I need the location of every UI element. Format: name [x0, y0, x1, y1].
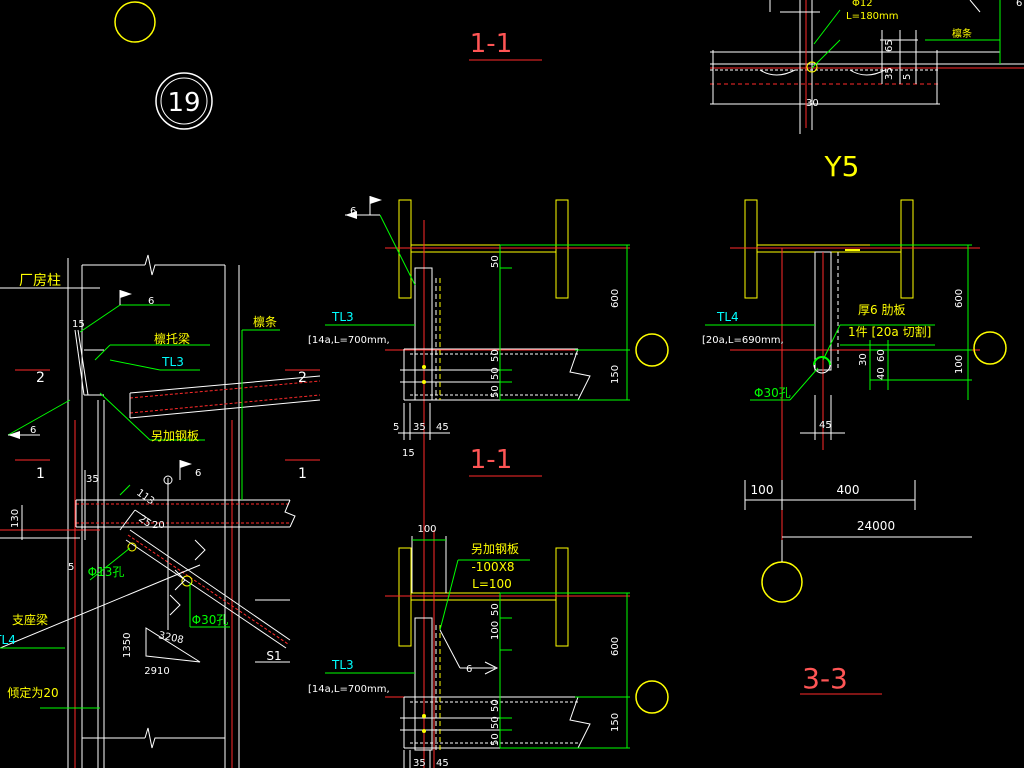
- section-title-3-3: 3-3: [802, 662, 848, 695]
- left-dim-6a: 6: [148, 296, 154, 307]
- section-title-top: 1-1: [470, 29, 512, 59]
- column-label: 厂房柱: [19, 273, 61, 289]
- left-hole-13-label: Φ13孔: [88, 565, 125, 579]
- right-tl4-label: TL4: [716, 310, 739, 324]
- left-mark-2a: 2: [36, 370, 45, 386]
- middle-top-tl3-label: TL3: [331, 310, 354, 324]
- middle-bottom-tl3-label: TL3: [331, 658, 354, 672]
- left-dim-130: 130: [10, 509, 21, 528]
- top-right-dim-30: 30: [806, 98, 819, 109]
- middle-top-dimensions: [325, 196, 669, 401]
- purlin-label: 檩条: [253, 314, 277, 329]
- left-dim-1350: 1350: [122, 633, 133, 658]
- right-rib-spec: 1件 [20a 切割]: [848, 324, 931, 339]
- middle-top-dim-15: 15: [402, 448, 415, 459]
- top-right-dim-65: 65: [884, 39, 895, 52]
- middle-bottom-plate-spec: -100X8: [471, 560, 514, 574]
- top-right-dim-35: 35: [884, 67, 895, 80]
- middle-bottom-linework: [385, 530, 630, 768]
- middle-bottom-tl3-spec: [14a,L=700mm,: [308, 684, 390, 695]
- right-rib-label: 厚6 肋板: [858, 302, 905, 317]
- middle-top-dim-50b: 50: [490, 349, 501, 362]
- top-right-dim-6: 6: [1016, 0, 1022, 9]
- middle-top-dim-600: 600: [610, 289, 621, 308]
- grid-axis-bubble-top: [114, 1, 156, 43]
- middle-bottom-weld-6: 6: [466, 664, 472, 675]
- middle-bottom-dim-50b: 50: [490, 699, 501, 712]
- right-tl4-spec: [20a,L=690mm,: [702, 335, 784, 346]
- top-right-bolt-label: Φ12: [852, 0, 873, 9]
- left-dim-2910: 2910: [144, 666, 169, 677]
- top-right-fragment: [710, 0, 1024, 134]
- seat-note-label: 倾定为20: [7, 685, 58, 700]
- left-mark-2b: 2: [298, 370, 307, 386]
- middle-top-dim-35: 35: [413, 422, 426, 433]
- middle-bottom-dim-50c: 50: [490, 716, 501, 729]
- middle-top-dim-150: 150: [610, 365, 621, 384]
- right-detail-dimensions: [705, 244, 1007, 603]
- section-title-y5: Y5: [824, 150, 860, 183]
- middle-bottom-dim-150: 150: [610, 713, 621, 732]
- seat-beam-label: 支座梁: [12, 612, 48, 627]
- middle-bottom-plate-label: 另加钢板: [471, 542, 519, 556]
- middle-bottom-dim-100b: 100: [490, 621, 501, 640]
- support-beam-label: 檩托梁: [154, 331, 190, 346]
- middle-bottom-plate-length: L=100: [472, 577, 512, 591]
- middle-bottom-dim-50d: 50: [490, 733, 501, 746]
- left-hole-30-label: Φ30孔: [192, 613, 229, 627]
- right-dim-60: 60: [876, 349, 887, 362]
- middle-top-dim-5: 5: [393, 422, 399, 433]
- left-dim-5: 5: [68, 562, 74, 573]
- left-detail-leaders: [0, 290, 280, 709]
- left-extra-plate-label: 另加钢板: [151, 429, 199, 443]
- middle-top-tl3-spec: [14a,L=700mm,: [308, 335, 390, 346]
- middle-top-weld-6: 6: [350, 206, 356, 217]
- detail-number: 19: [167, 88, 200, 118]
- top-right-dim-5: 5: [902, 74, 913, 80]
- left-dim-6c: 6: [195, 468, 201, 479]
- top-right-bolt-length: L=180mm: [846, 11, 899, 22]
- right-dim-24000: 24000: [857, 519, 895, 533]
- top-right-purlin-label: 檩条: [952, 27, 972, 40]
- right-dim-30: 30: [858, 353, 869, 366]
- left-dim-6b: 6: [30, 425, 36, 436]
- middle-bottom-dim-100: 100: [417, 524, 436, 535]
- middle-bottom-dim-600: 600: [610, 637, 621, 656]
- right-dim-400: 400: [837, 483, 860, 497]
- detail-callout-circle-inner: [160, 77, 208, 125]
- right-hole-30-label: Φ30孔: [754, 386, 791, 400]
- middle-top-dim-50c: 50: [490, 367, 501, 380]
- right-dim-100b: 100: [751, 483, 774, 497]
- middle-bottom-dim-35: 35: [413, 758, 426, 768]
- middle-bottom-dimensions: [325, 539, 669, 749]
- left-dim-15: 15: [72, 319, 85, 330]
- middle-top-dim-50a: 50: [490, 255, 501, 268]
- right-dim-40: 40: [876, 367, 887, 380]
- s1-label: S1: [266, 649, 281, 663]
- left-mark-1b: 1: [298, 466, 307, 482]
- left-dim-20: 20: [152, 520, 165, 531]
- left-tl3-label: TL3: [161, 355, 184, 369]
- middle-bottom-dim-50a: 50: [490, 603, 501, 616]
- left-dim-3208: 3208: [157, 630, 184, 646]
- middle-top-dim-45: 45: [436, 422, 449, 433]
- left-mark-1a: 1: [36, 466, 45, 482]
- right-dim-45: 45: [819, 420, 832, 431]
- middle-bottom-dim-45: 45: [436, 758, 449, 768]
- section-title-middle: 1-1: [470, 445, 512, 475]
- left-dim-35: 35: [86, 474, 99, 485]
- right-dim-100: 100: [954, 355, 965, 374]
- left-tl4-label: TL4: [0, 633, 16, 647]
- right-dim-600: 600: [954, 289, 965, 308]
- middle-top-dim-50d: 50: [490, 385, 501, 398]
- detail-callout-circle-outer: [155, 72, 213, 130]
- left-detail-linework: [0, 254, 321, 768]
